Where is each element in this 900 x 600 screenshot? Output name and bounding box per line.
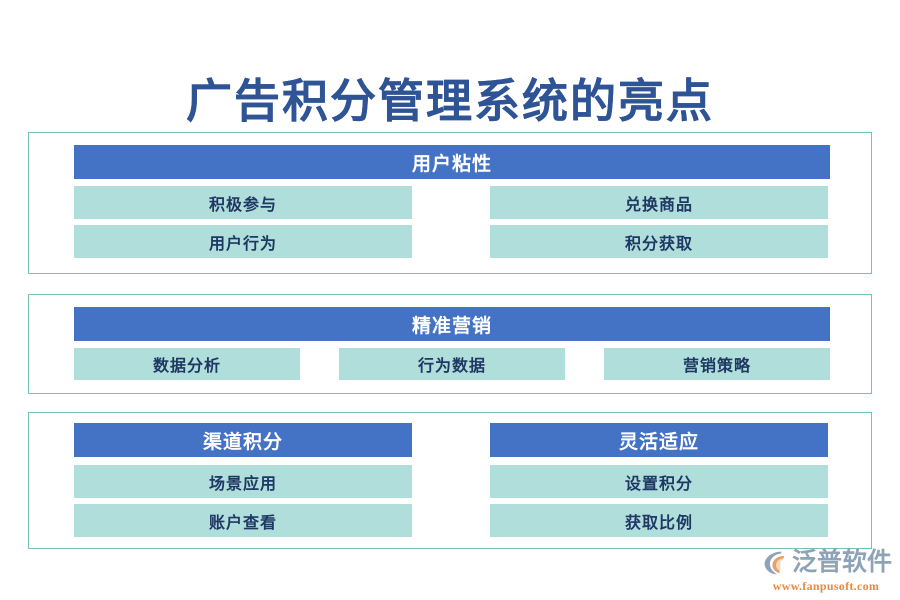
panel-3-group-0-item-1[interactable]: 账户查看 [74,504,412,537]
panel-3-group-0-header: 渠道积分 [74,423,412,457]
panel-1-item-1[interactable]: 兑换商品 [490,186,828,219]
page-title: 广告积分管理系统的亮点 [186,76,714,127]
panel-precision-marketing: 精准营销 数据分析 行为数据 营销策略 [28,294,872,394]
panel-2-header: 精准营销 [74,307,830,341]
panel-3-group-1-item-1[interactable]: 获取比例 [490,504,828,537]
brand-logo-row: 泛普软件 [762,548,893,578]
panel-1-item-0[interactable]: 积极参与 [74,186,412,219]
panel-3-group-0-item-0[interactable]: 场景应用 [74,465,412,498]
panel-2-item-0[interactable]: 数据分析 [74,348,300,380]
panel-2-item-1[interactable]: 行为数据 [339,348,565,380]
panel-1-item-3[interactable]: 积分获取 [490,225,828,258]
brand-name: 泛普软件 [792,549,893,576]
panel-channel-and-flexibility: 渠道积分 灵活适应 场景应用 账户查看 设置积分 获取比例 [28,412,872,549]
panel-1-item-2[interactable]: 用户行为 [74,225,412,258]
panel-1-header: 用户粘性 [74,145,830,179]
panel-3-group-1-item-0[interactable]: 设置积分 [490,465,828,498]
panel-2-item-2[interactable]: 营销策略 [604,348,830,380]
fanpu-swoosh-icon [762,549,790,577]
brand-url: www.fanpusoft.com [772,579,880,593]
panel-3-group-1-header: 灵活适应 [490,423,828,457]
brand-logo: 泛普软件 www.fanpusoft.com [762,548,893,594]
panel-user-stickiness: 用户粘性 积极参与 兑换商品 用户行为 积分获取 [28,132,872,274]
